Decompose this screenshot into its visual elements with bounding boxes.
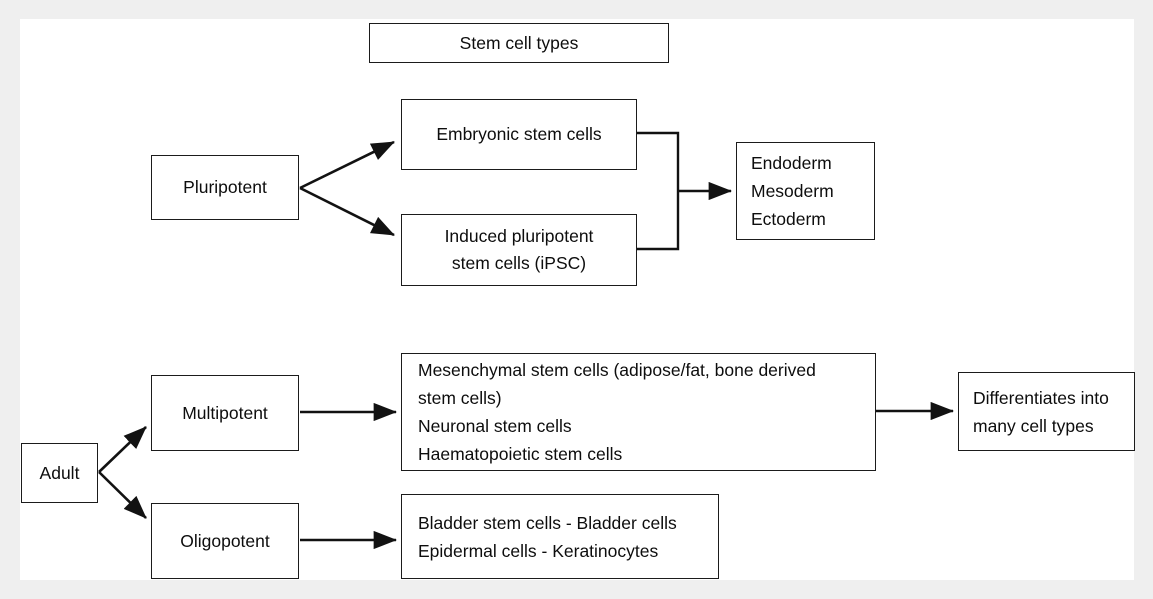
node-label: Stem cell types xyxy=(459,32,579,53)
node-pluripotent[interactable]: Pluripotent xyxy=(151,155,299,220)
node-label: Endoderm Mesoderm Ectoderm xyxy=(751,153,834,229)
node-label: Induced pluripotent stem cells (iPSC) xyxy=(444,226,594,273)
node-multipotent-outputs[interactable]: Mesenchymal stem cells (adipose/fat, bon… xyxy=(401,353,876,471)
node-label: Adult xyxy=(39,462,80,483)
node-label: Pluripotent xyxy=(183,177,267,197)
node-label: Mesenchymal stem cells (adipose/fat, bon… xyxy=(418,360,816,464)
node-label: Bladder stem cells - Bladder cells Epide… xyxy=(418,512,677,561)
node-oligopotent[interactable]: Oligopotent xyxy=(151,503,299,579)
node-multipotent[interactable]: Multipotent xyxy=(151,375,299,451)
node-label: Multipotent xyxy=(182,402,268,423)
node-induced-pluripotent-stem-cells[interactable]: Induced pluripotent stem cells (iPSC) xyxy=(401,214,637,286)
node-adult[interactable]: Adult xyxy=(21,443,98,503)
node-label: Oligopotent xyxy=(180,530,270,551)
node-stem-cell-types[interactable]: Stem cell types xyxy=(369,23,669,63)
node-embryonic-stem-cells[interactable]: Embryonic stem cells xyxy=(401,99,637,170)
node-oligopotent-outputs[interactable]: Bladder stem cells - Bladder cells Epide… xyxy=(401,494,719,579)
node-differentiates-into-many-cell-types[interactable]: Differentiates into many cell types xyxy=(958,372,1135,451)
node-label: Differentiates into many cell types xyxy=(973,387,1109,436)
node-label: Embryonic stem cells xyxy=(436,124,602,144)
node-germ-layers[interactable]: Endoderm Mesoderm Ectoderm xyxy=(736,142,875,240)
